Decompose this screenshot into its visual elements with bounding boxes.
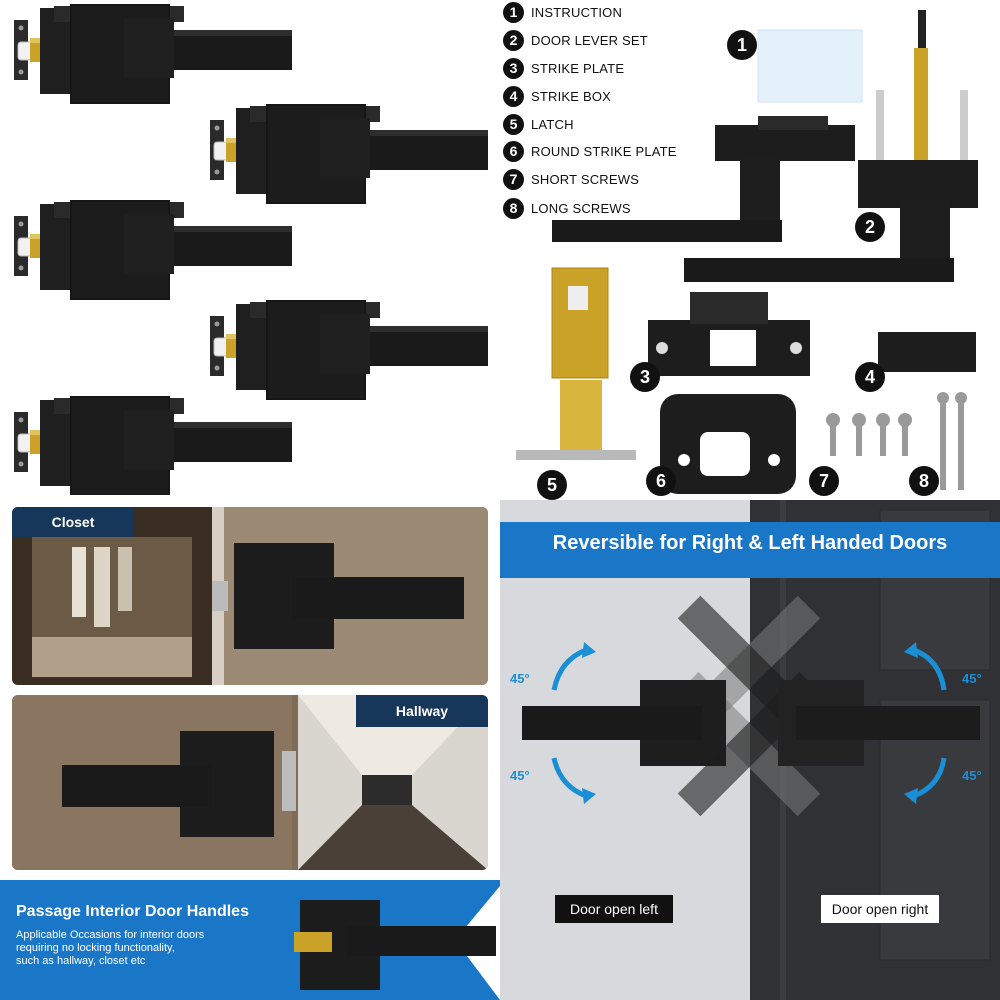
closet-photo xyxy=(12,507,488,685)
door-open-right-caption: Door open right xyxy=(821,895,939,923)
lever-sets-gallery xyxy=(0,0,500,495)
door-open-left-caption: Door open left xyxy=(555,895,673,923)
part-badge: 8 xyxy=(909,466,939,496)
parts-list-item: 1 INSTRUCTION xyxy=(503,1,622,23)
part-label: DOOR LEVER SET xyxy=(531,32,648,48)
part-label: INSTRUCTION xyxy=(531,4,623,20)
passage-desc-line: Applicable Occasions for interior doors xyxy=(16,929,205,941)
passage-banner-bg xyxy=(0,880,500,1000)
angle-label: 45° xyxy=(510,768,530,783)
part-badge: 1 xyxy=(727,30,757,60)
angle-label: 45° xyxy=(962,671,982,686)
closet-label: Closet xyxy=(12,507,134,537)
parts-drawing xyxy=(516,10,978,494)
reversible-title: Reversible for Right & Left Handed Doors xyxy=(552,532,948,554)
passage-title: Passage Interior Door Handles xyxy=(16,903,249,920)
part-number-badge: 2 xyxy=(503,29,524,51)
hallway-scene: Hallway xyxy=(12,695,488,870)
passage-desc-line: such as hallway, closet etc xyxy=(16,955,146,967)
closet-scene: Closet xyxy=(12,507,488,685)
part-badge: 7 xyxy=(809,466,839,496)
part-number-badge: 5 xyxy=(503,113,524,135)
part-number-badge: 3 xyxy=(503,57,524,79)
parts-list-item: 8 LONG SCREWS xyxy=(503,197,631,219)
angle-label: 45° xyxy=(962,768,982,783)
parts-list-item: 3 STRIKE PLATE xyxy=(503,57,624,79)
reversible-illustration xyxy=(500,500,1000,1000)
hallway-label: Hallway xyxy=(356,695,488,727)
parts-list-item: 6 ROUND STRIKE PLATE xyxy=(503,140,677,162)
part-badge: 6 xyxy=(646,466,676,496)
passage-desc-line: requiring no locking functionality, xyxy=(16,942,175,954)
hallway-photo xyxy=(12,695,488,870)
part-badge: 3 xyxy=(630,362,660,392)
part-number-badge: 1 xyxy=(503,1,524,23)
passage-banner: Passage Interior Door Handles Applicable… xyxy=(0,880,500,1000)
part-badge: 2 xyxy=(855,212,885,242)
lever-sets-illustration xyxy=(13,3,489,495)
reversible-section: Reversible for Right & Left Handed Doors… xyxy=(500,500,1000,1000)
part-number-badge: 7 xyxy=(503,168,524,190)
part-number-badge: 4 xyxy=(503,85,524,107)
part-label: STRIKE PLATE xyxy=(531,60,625,76)
parts-illustration: 1 2 3 4 5 6 7 8 xyxy=(500,0,1000,500)
parts-list-item: 7 SHORT SCREWS xyxy=(503,168,639,190)
parts-list-item: 5 LATCH xyxy=(503,113,574,135)
part-label: LATCH xyxy=(531,116,574,132)
part-badge: 5 xyxy=(537,470,567,500)
part-label: ROUND STRIKE PLATE xyxy=(531,143,677,159)
part-label: LONG SCREWS xyxy=(531,200,631,216)
angle-label: 45° xyxy=(510,671,530,686)
parts-list-item: 2 DOOR LEVER SET xyxy=(503,29,648,51)
part-badge: 4 xyxy=(855,362,885,392)
parts-list-item: 4 STRIKE BOX xyxy=(503,85,611,107)
part-label: SHORT SCREWS xyxy=(531,171,640,187)
part-number-badge: 8 xyxy=(503,197,524,219)
part-label: STRIKE BOX xyxy=(531,88,612,104)
part-number-badge: 6 xyxy=(503,140,524,162)
